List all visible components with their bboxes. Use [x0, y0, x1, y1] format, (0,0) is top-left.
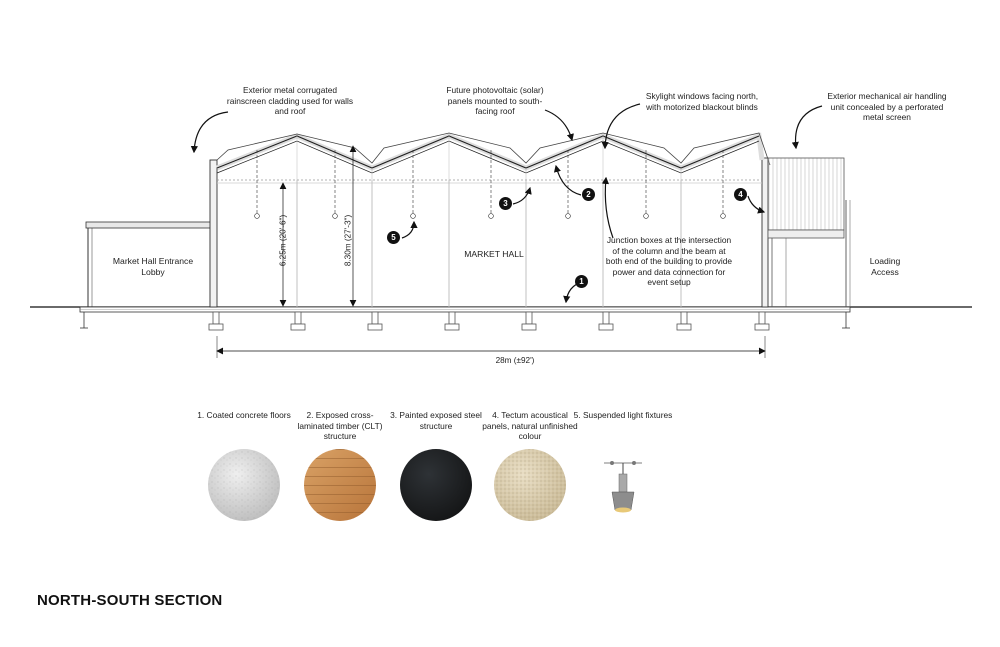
- annotation-skylight: Skylight windows facing north, with moto…: [645, 91, 759, 112]
- steel-swatch: [400, 449, 472, 521]
- annotation-mech: Exterior mechanical air handling unit co…: [827, 91, 947, 122]
- pendant-light-icon: [604, 461, 642, 513]
- annotation-cladding: Exterior metal corrugated rainscreen cla…: [226, 85, 354, 116]
- dimension-height-1: 6.25m (20'-6"): [278, 214, 288, 267]
- leader-arrows: [190, 103, 823, 304]
- material-label-timber: 2. Exposed cross-laminated timber (CLT) …: [297, 410, 383, 441]
- drawing-title: NORTH-SOUTH SECTION: [37, 592, 223, 609]
- footings: [208, 311, 770, 331]
- material-swatches: [208, 449, 566, 521]
- callout-3: 3: [499, 197, 512, 210]
- callout-5: 5: [387, 231, 400, 244]
- sawtooth-roof: [216, 132, 771, 180]
- material-label-steel: 3. Painted exposed steel structure: [390, 410, 482, 431]
- annotation-junction: Junction boxes at the intersection of th…: [605, 235, 733, 287]
- material-label-concrete: 1. Coated concrete floors: [197, 410, 291, 420]
- room-lobby: Market Hall Entrance Lobby: [112, 256, 194, 277]
- callout-2: 2: [582, 188, 595, 201]
- material-label-tectum: 4. Tectum acoustical panels, natural unf…: [482, 410, 578, 441]
- callout-4: 4: [734, 188, 747, 201]
- mechanical-unit: [767, 157, 851, 307]
- dimension-height-2: 8.30m (27'-3"): [343, 214, 353, 267]
- dimension-length: 28m (±92'): [495, 356, 535, 365]
- annotation-pv: Future photovoltaic (solar) panels mount…: [446, 85, 544, 116]
- room-market-hall: MARKET HALL: [464, 249, 524, 259]
- ceiling-beam: [217, 179, 762, 184]
- room-loading: Loading Access: [869, 256, 901, 277]
- pendant-lights: [254, 150, 726, 219]
- material-label-lights: 5. Suspended light fixtures: [573, 410, 673, 420]
- callout-1: 1: [575, 275, 588, 288]
- columns: [296, 180, 682, 307]
- dimension-lines: [216, 145, 766, 358]
